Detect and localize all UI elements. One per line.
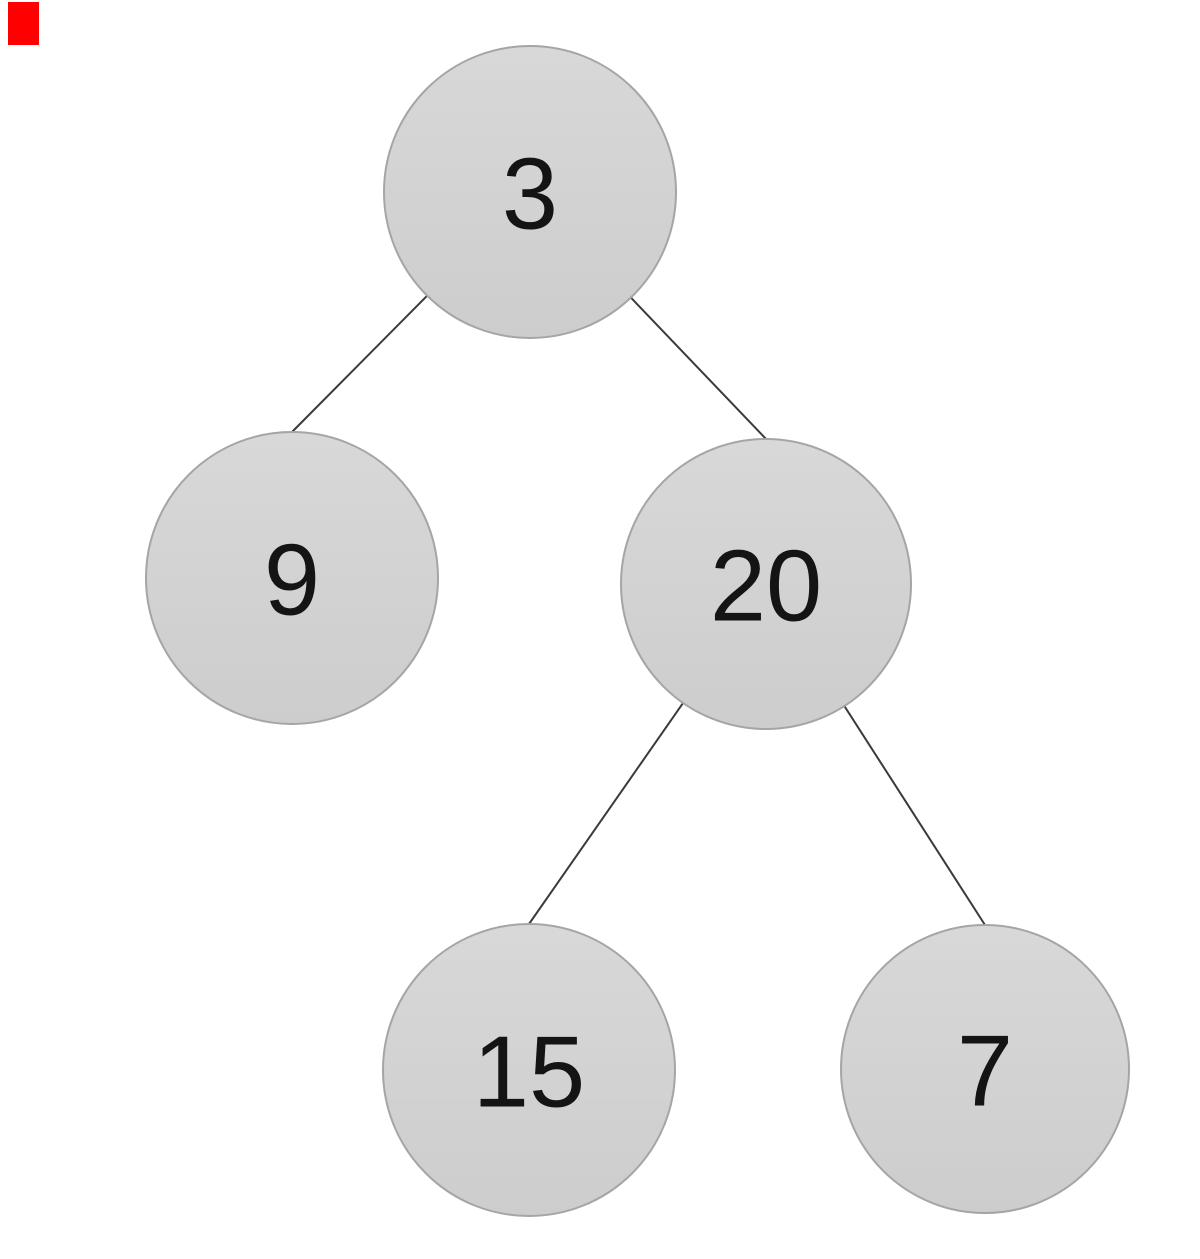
tree-node-label-20: 20 bbox=[710, 530, 822, 642]
tree-node-15: 15 bbox=[382, 923, 676, 1217]
tree-node-3: 3 bbox=[383, 45, 677, 339]
tree-node-9: 9 bbox=[145, 431, 439, 725]
tree-node-circle-7 bbox=[840, 924, 1130, 1214]
tree-node-label-3: 3 bbox=[502, 138, 558, 250]
tree-node-circle-20 bbox=[620, 438, 912, 730]
tree-node-7: 7 bbox=[840, 924, 1130, 1214]
tree-node-circle-15 bbox=[382, 923, 676, 1217]
tree-node-label-9: 9 bbox=[264, 524, 320, 636]
tree-node-label-15: 15 bbox=[473, 1016, 585, 1128]
red-corner-marker bbox=[8, 2, 39, 45]
tree-node-20: 20 bbox=[620, 438, 912, 730]
tree-node-label-7: 7 bbox=[957, 1015, 1013, 1127]
tree-nodes-layer: 3 9 20 15 7 bbox=[145, 45, 1130, 1217]
tree-node-circle-9 bbox=[145, 431, 439, 725]
tree-node-circle-3 bbox=[383, 45, 677, 339]
